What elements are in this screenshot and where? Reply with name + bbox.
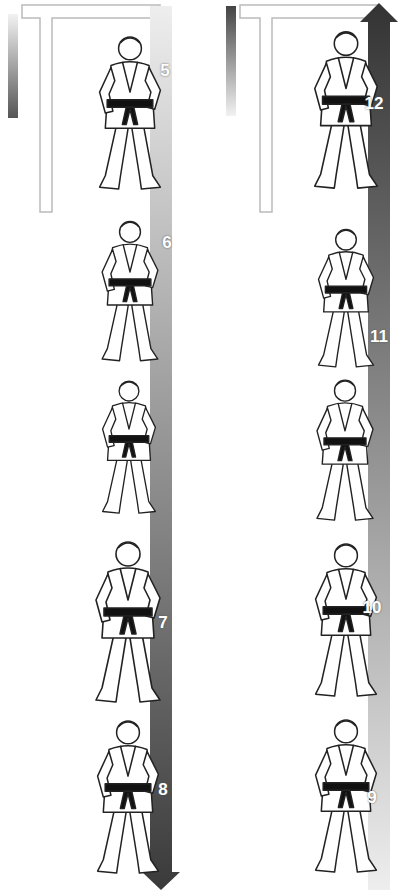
callout-number: 12	[365, 95, 384, 112]
wall-marker	[226, 5, 378, 212]
callout-number: 6	[162, 234, 171, 251]
callout-number: 9	[367, 789, 376, 806]
callout-number: 5	[160, 62, 169, 79]
karate-figure	[96, 32, 377, 873]
callout-number: 11	[370, 328, 388, 345]
wall-marker	[8, 5, 160, 212]
callout-number: 7	[158, 614, 167, 631]
callout-number: 8	[158, 781, 167, 798]
callout-number: 10	[363, 599, 382, 616]
